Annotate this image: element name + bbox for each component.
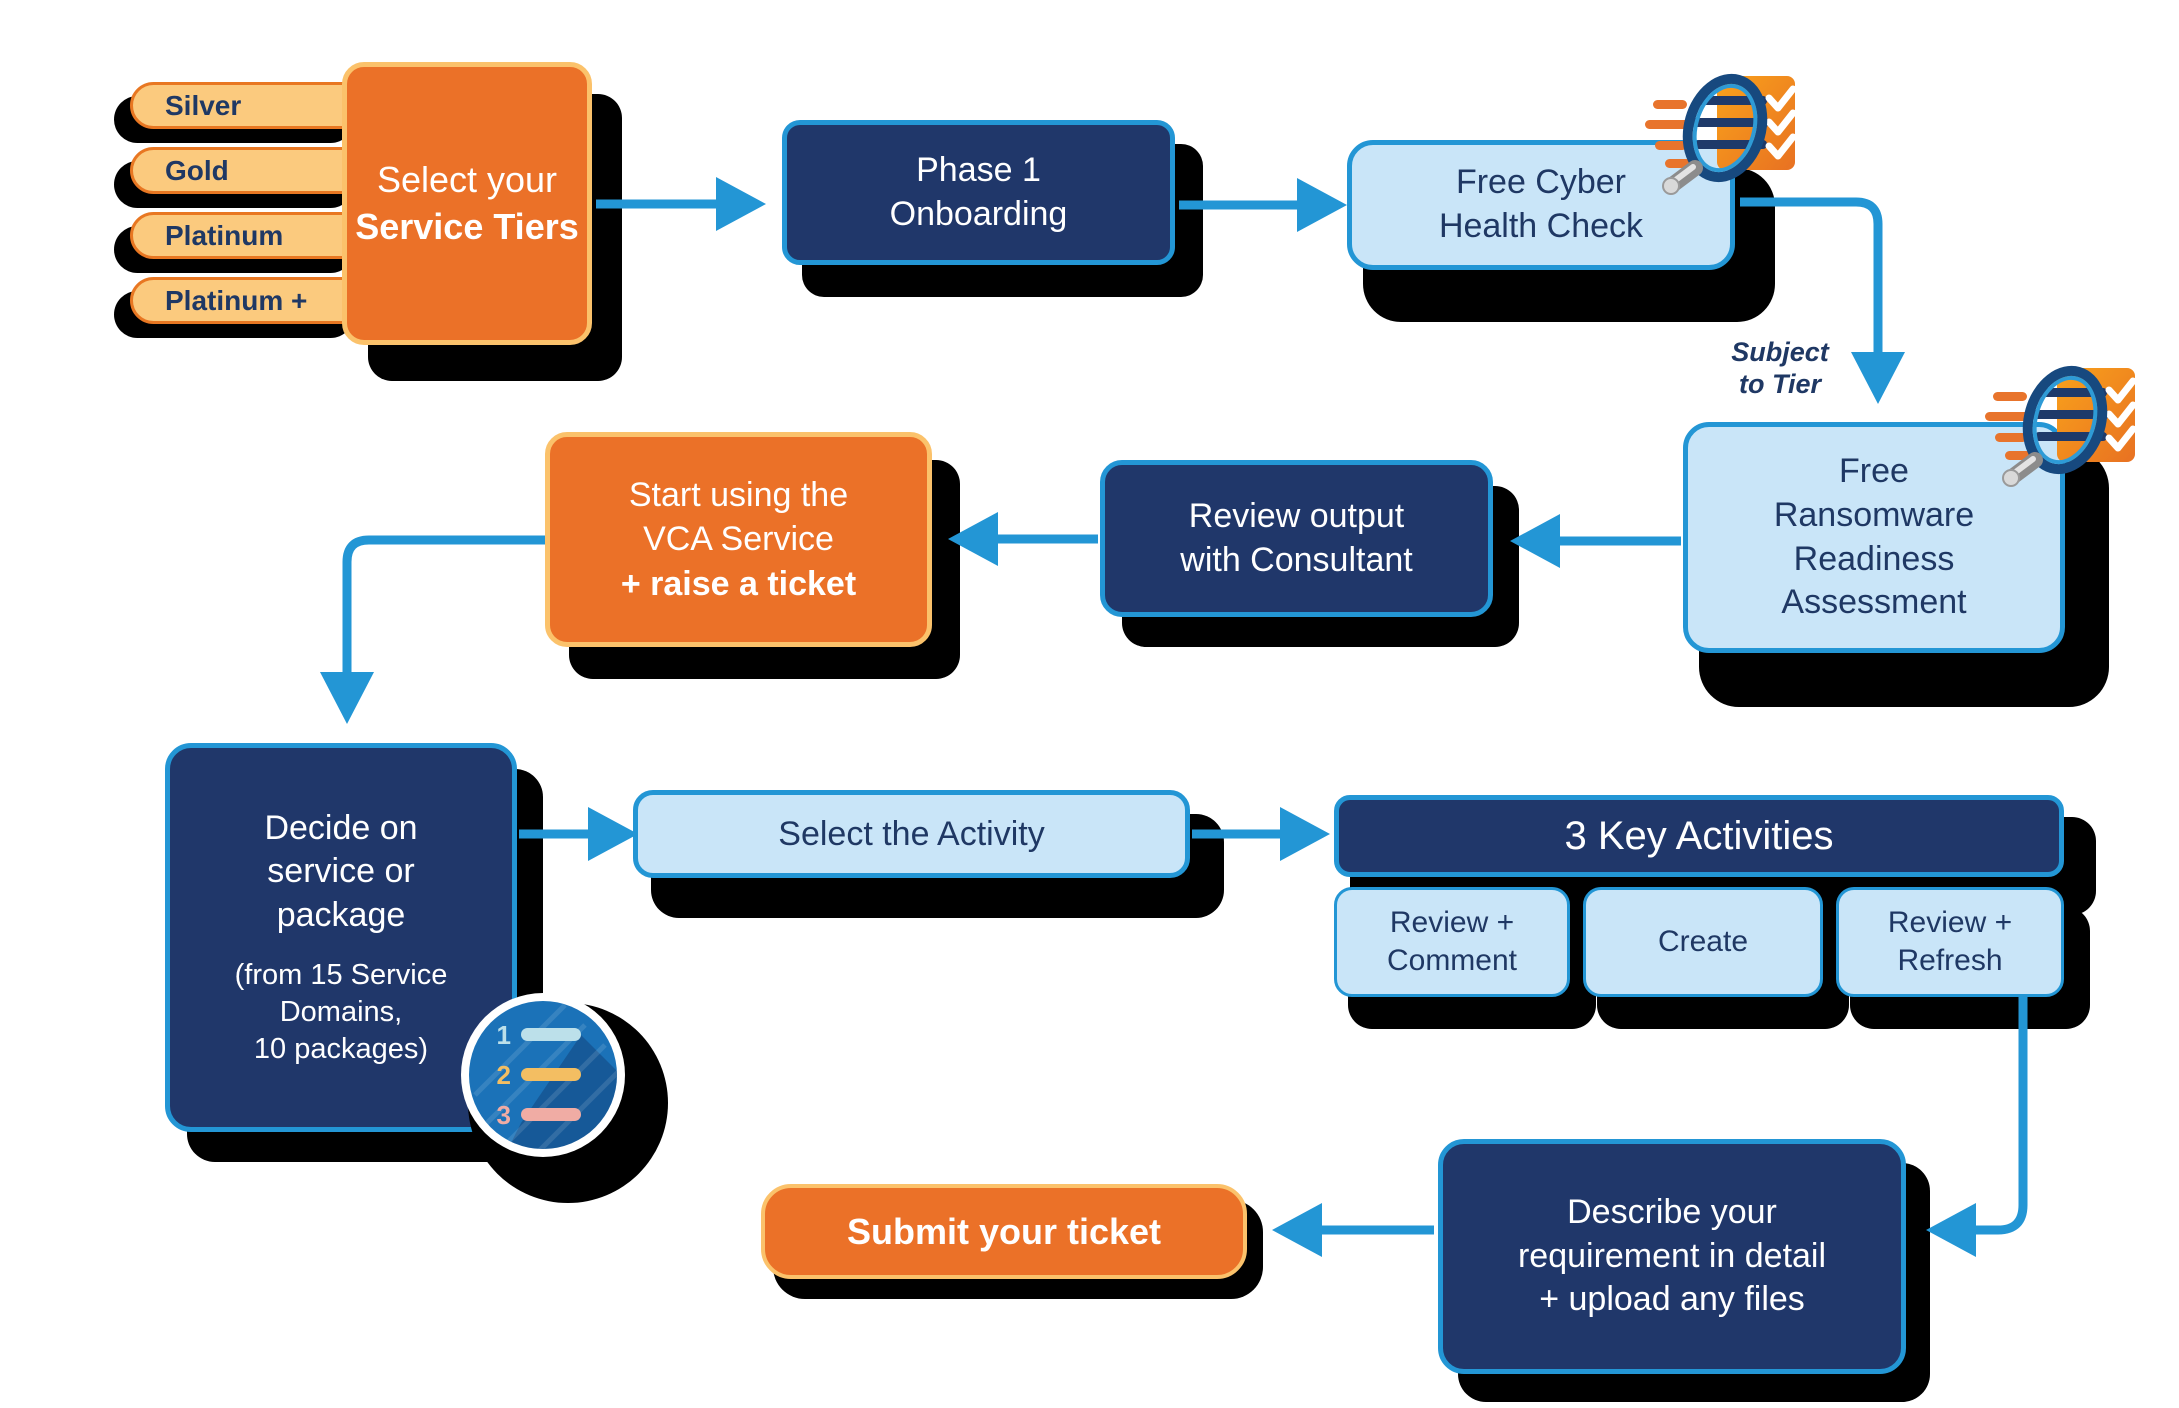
list-number-1: 1: [497, 1020, 511, 1050]
node-review-output-with-consultant: Review output with Consultant: [1100, 460, 1493, 617]
tier-tab-label: Platinum +: [165, 284, 308, 316]
node-activity-review-comment: Review + Comment: [1334, 887, 1570, 997]
arrow-decide-to-select-activity: [519, 807, 638, 861]
node-label: Submit your ticket: [846, 1210, 1162, 1252]
node-label: Review + Refresh: [1887, 905, 2013, 977]
node-label: Phase 1 Onboarding: [889, 150, 1068, 233]
tier-tab-label: Platinum: [165, 219, 284, 251]
node-label: Create: [1657, 924, 1749, 958]
node-label: Select the Activity: [778, 814, 1045, 853]
magnifier-checklist-icon: [1985, 365, 2137, 487]
tier-tab-label: Silver: [165, 89, 242, 121]
list-number-3: 3: [497, 1100, 511, 1130]
node-label: 3 Key Activities: [1564, 813, 1834, 858]
node-label: Describe your requirement in detail + up…: [1517, 1193, 1827, 1319]
node-3-key-activities-header: 3 Key Activities: [1334, 795, 2064, 877]
tier-tab-silver: Silver: [130, 82, 370, 129]
tier-tab-label: Gold: [165, 154, 229, 186]
node-submit-your-ticket: Submit your ticket: [761, 1184, 1247, 1279]
magnifier-checklist-icon: [1645, 73, 1797, 195]
arrow-start-vca-to-decide: [320, 535, 545, 724]
node-label-line: Service Tiers: [355, 205, 579, 247]
node-activity-create: Create: [1583, 887, 1823, 997]
node-free-ransomware-readiness-assessment: Free Ransomware Readiness Assessment: [1683, 422, 2065, 653]
node-label: Review output with Consultant: [1180, 496, 1413, 579]
tier-tab-gold: Gold: [130, 147, 370, 194]
arrow-phase1-to-cyber-check: [1179, 178, 1347, 232]
node-label: Review + Comment: [1386, 905, 1518, 977]
tier-tab-platinum-plus: Platinum +: [130, 277, 370, 324]
tier-tab-platinum: Platinum: [130, 212, 370, 259]
node-phase1-onboarding: Phase 1 Onboarding: [782, 120, 1175, 265]
arrow-ransomware-to-review-output: [1510, 514, 1681, 568]
numbered-list-circle-icon: 1 2 3: [461, 993, 668, 1203]
arrow-select-activity-to-key-activities: [1192, 807, 1330, 861]
node-label: Free Ransomware Readiness Assessment: [1773, 452, 1975, 622]
arrow-describe-to-submit: [1272, 1203, 1434, 1257]
node-label-line: Start using the: [628, 476, 849, 515]
node-title: Decide on service or package: [264, 808, 418, 934]
node-subtitle: (from 15 Service Domains, 10 packages): [234, 959, 448, 1066]
node-select-the-activity: Select the Activity: [633, 790, 1190, 878]
node-select-service-tiers: Select your Service Tiers: [342, 62, 592, 345]
arrow-review-output-to-start-vca: [948, 512, 1098, 566]
subject-to-tier-note: Subject to Tier: [1731, 337, 1829, 400]
node-label-line: + raise a ticket: [620, 564, 857, 603]
node-label-line: Select your: [376, 158, 558, 200]
arrow-tiers-to-phase1: [596, 177, 766, 231]
node-describe-requirement: Describe your requirement in detail + up…: [1438, 1139, 1906, 1374]
node-start-using-vca-service: Start using the VCA Service + raise a ti…: [545, 432, 932, 647]
node-activity-review-refresh: Review + Refresh: [1836, 887, 2064, 997]
node-decide-service-or-package: Decide on service or package (from 15 Se…: [165, 743, 517, 1132]
node-label-line: VCA Service: [643, 520, 834, 559]
arrow-review-refresh-to-describe: [1926, 995, 2028, 1257]
node-label: Free Cyber Health Check: [1438, 163, 1644, 245]
list-number-2: 2: [497, 1060, 511, 1090]
